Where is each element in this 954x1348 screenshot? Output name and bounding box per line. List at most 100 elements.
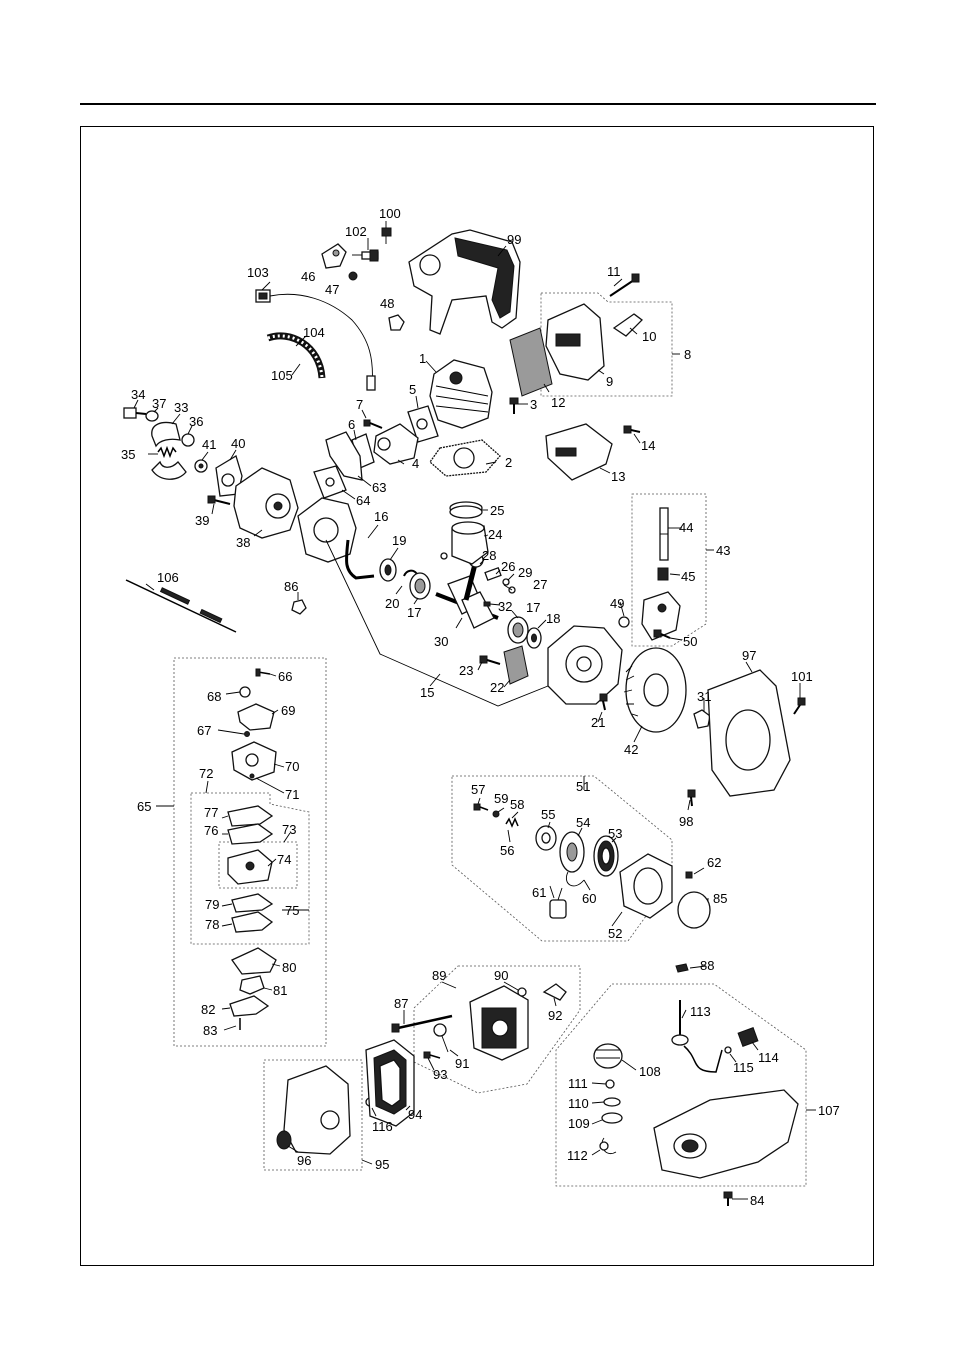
part-34-bolt: [123, 407, 147, 419]
label-96: 96: [297, 1153, 311, 1168]
label-87: 87: [394, 996, 408, 1011]
part-112-strap: [599, 1137, 617, 1154]
label-24: 24: [488, 527, 502, 542]
part-24-piston: [451, 521, 489, 565]
label-114: 114: [758, 1050, 779, 1065]
label-17b: 17: [526, 600, 540, 615]
label-48: 48: [380, 296, 394, 311]
label-52: 52: [608, 926, 622, 941]
part-41-nut: [194, 459, 208, 473]
label-86: 86: [284, 579, 298, 594]
label-59: 59: [494, 791, 508, 806]
part-115-clip: [724, 1046, 732, 1054]
label-1: 1: [419, 351, 426, 366]
label-68: 68: [207, 689, 221, 704]
label-84: 84: [750, 1193, 764, 1208]
label-109: 109: [568, 1116, 590, 1131]
part-66-screw: [255, 668, 271, 677]
label-78: 78: [205, 917, 219, 932]
part-2-cylinder-gasket: [429, 439, 501, 477]
label-72: 72: [199, 766, 213, 781]
label-99: 99: [507, 232, 521, 247]
part-92-elbow: [542, 983, 567, 1001]
part-35-spring: [157, 445, 177, 459]
part-16-wire-guide: [344, 539, 375, 580]
header-rule: [80, 103, 876, 105]
label-95: 95: [375, 1157, 389, 1172]
part-85-ring: [677, 891, 711, 929]
part-23-bolt: [479, 655, 501, 665]
part-29-clip: [502, 578, 510, 586]
label-35: 35: [121, 447, 135, 462]
label-111: 111: [568, 1076, 588, 1091]
label-55: 55: [541, 807, 555, 822]
label-67: 67: [197, 723, 211, 738]
label-70: 70: [285, 759, 299, 774]
part-88-clip: [675, 963, 689, 973]
label-41: 41: [202, 437, 216, 452]
part-113-fuel-line: [671, 1000, 723, 1073]
label-46: 46: [301, 269, 315, 284]
label-64: 64: [356, 493, 370, 508]
label-80: 80: [282, 960, 296, 975]
label-33: 33: [174, 400, 188, 415]
label-36: 36: [189, 414, 203, 429]
label-7: 7: [356, 397, 363, 412]
part-10-muffler-bracket: [612, 313, 643, 337]
part-clip-small: [440, 552, 448, 560]
part-57-screw: [473, 803, 489, 811]
part-90-nut: [517, 987, 527, 997]
part-17-bearing-left: [409, 572, 431, 600]
label-8: 8: [684, 347, 691, 362]
part-58-spring: [505, 817, 519, 828]
part-104-wire-terminal: [366, 375, 376, 391]
part-68-washer: [239, 686, 251, 698]
label-108: 108: [639, 1064, 661, 1079]
part-64-gasket: [313, 465, 347, 499]
label-106: 106: [157, 570, 179, 585]
part-96-knob: [276, 1130, 292, 1150]
part-14-bolt: [623, 425, 641, 434]
part-44-shaft: [659, 507, 669, 561]
label-42: 42: [624, 742, 638, 757]
part-74-metering-body: [227, 849, 273, 885]
label-85: 85: [713, 891, 727, 906]
label-30: 30: [434, 634, 448, 649]
label-66: 66: [278, 669, 292, 684]
part-5-intake-gasket: [407, 405, 439, 443]
part-17-bearing-right: [507, 616, 529, 644]
label-69: 69: [281, 703, 295, 718]
label-103: 103: [247, 265, 269, 280]
label-45: 45: [681, 569, 695, 584]
part-70-carburetor-body: [231, 741, 277, 781]
part-59-washer: [492, 810, 500, 818]
label-92: 92: [548, 1008, 562, 1023]
group-95-outline: [263, 1059, 363, 1171]
label-76: 76: [204, 823, 218, 838]
callout-labels: 1 2 3 4 5 6 7 8 9 10 11 12 13 14 15 16 1…: [121, 206, 840, 1208]
label-89: 89: [432, 968, 446, 983]
part-63-bracket: [325, 431, 363, 481]
label-10: 10: [642, 329, 656, 344]
label-37: 37: [152, 396, 166, 411]
part-12-muffler-gasket: [509, 327, 553, 397]
diagram-frame: [80, 126, 874, 1266]
part-97-fan-housing: [707, 669, 791, 797]
part-82-plate: [229, 995, 270, 1017]
label-77: 77: [204, 805, 218, 820]
part-19-oil-seal: [379, 558, 397, 582]
label-49: 49: [610, 596, 624, 611]
part-7-screw: [363, 419, 383, 429]
part-86-nut: [291, 599, 307, 615]
part-46-plug-cap: [321, 243, 347, 269]
label-19: 19: [392, 533, 406, 548]
label-105: 105: [271, 368, 293, 383]
part-99-engine-cover: [408, 229, 521, 335]
label-16: 16: [374, 509, 388, 524]
part-36-washer: [181, 433, 195, 447]
part-95-air-cleaner-cover: [283, 1065, 351, 1155]
part-3-bolt: [509, 397, 519, 414]
part-49-nut: [618, 616, 630, 628]
part-102-spark-plug: [352, 249, 379, 262]
